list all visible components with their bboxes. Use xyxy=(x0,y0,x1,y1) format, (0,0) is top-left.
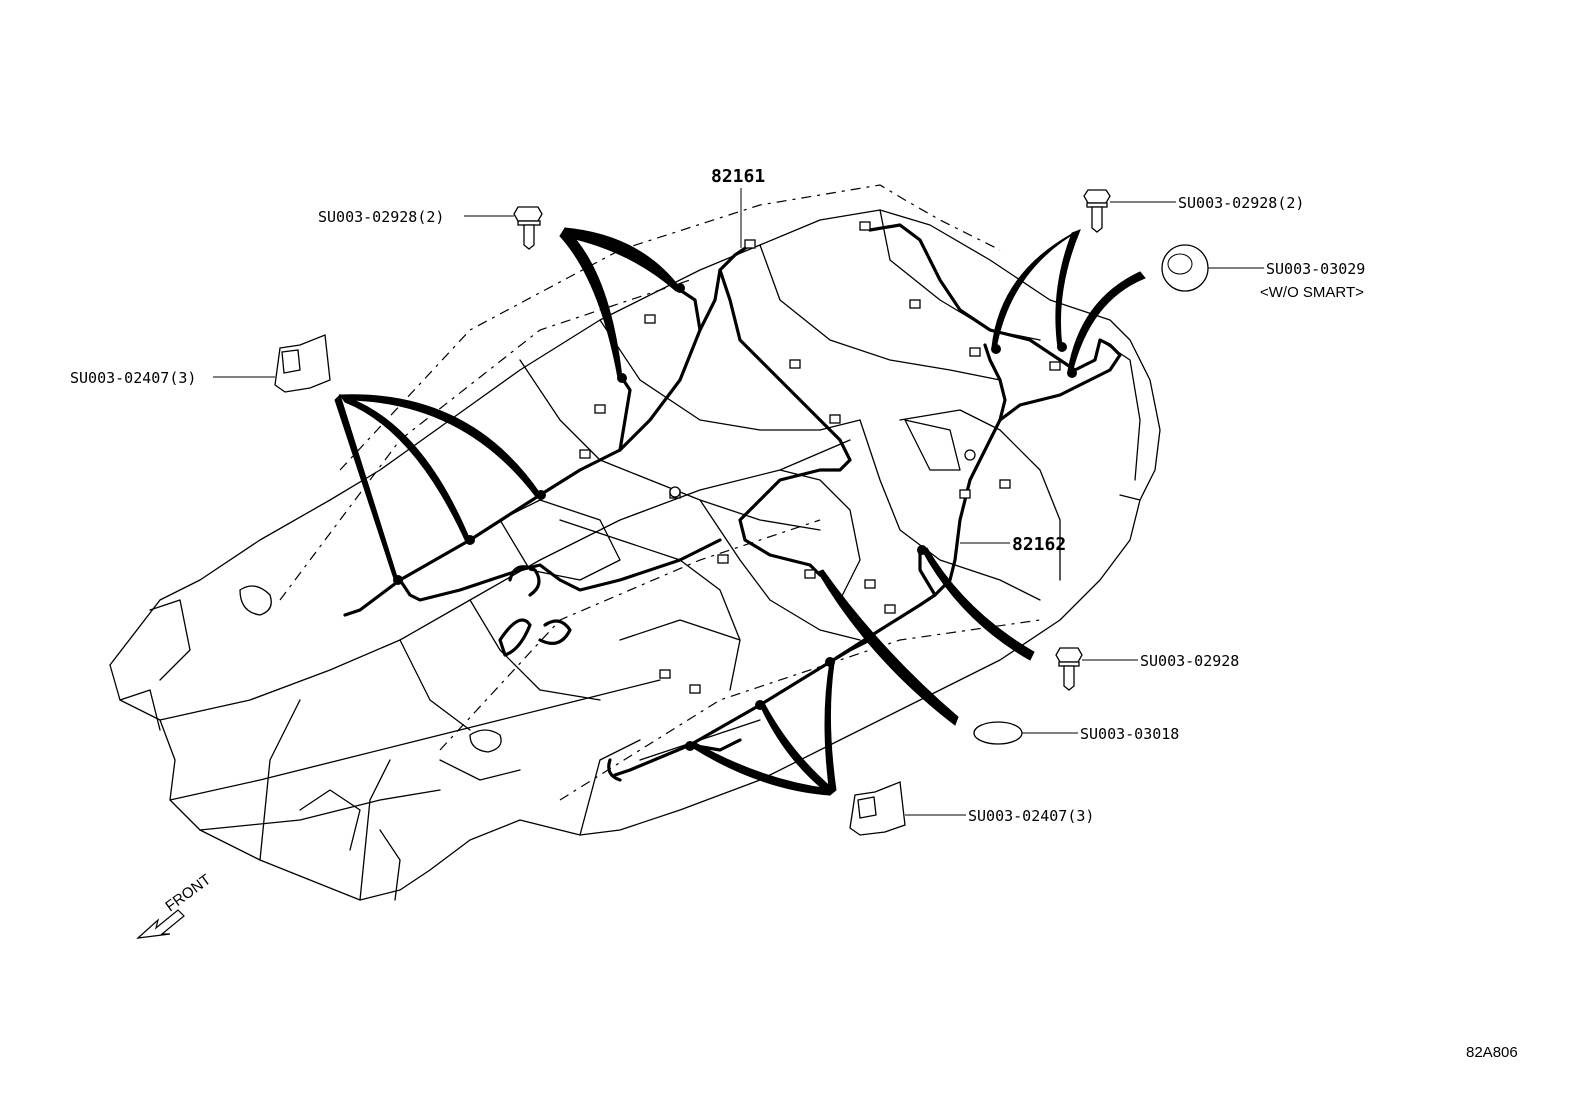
front-arrow-icon xyxy=(136,909,185,939)
callout-condition-wo-smart: <W/O SMART> xyxy=(1260,284,1364,301)
callout-grommet-top-right[interactable]: SU003-03029 xyxy=(1266,260,1365,278)
callout-bolt-top-left[interactable]: SU003-02928(2) xyxy=(318,208,444,226)
callout-bolt-top-right[interactable]: SU003-02928(2) xyxy=(1178,194,1304,212)
bolt-part-right[interactable] xyxy=(1055,647,1083,691)
clamp-part-bottom[interactable] xyxy=(849,781,906,836)
part-number-82162[interactable]: 82162 xyxy=(1012,534,1066,555)
callout-clamp-bottom[interactable]: SU003-02407(3) xyxy=(968,807,1094,825)
plug-part-right[interactable] xyxy=(973,721,1023,745)
harness-82162 xyxy=(607,221,1122,782)
clamp-part-left[interactable] xyxy=(274,334,331,393)
bolt-part-top-left[interactable] xyxy=(513,206,543,250)
grommet-part-top-right[interactable] xyxy=(1161,244,1209,292)
vehicle-body xyxy=(109,184,1161,901)
leader-lines xyxy=(213,188,1264,816)
fan-indicators xyxy=(334,227,1146,796)
callout-bolt-right[interactable]: SU003-02928 xyxy=(1140,652,1239,670)
figure-id: 82A806 xyxy=(1466,1044,1518,1061)
bolt-part-top-right[interactable] xyxy=(1083,189,1111,233)
callout-plug-right[interactable]: SU003-03018 xyxy=(1080,725,1179,743)
part-number-82161[interactable]: 82161 xyxy=(711,166,765,187)
front-direction-marker: FRONT xyxy=(136,871,214,939)
callout-clamp-left[interactable]: SU003-02407(3) xyxy=(70,369,196,387)
front-label: FRONT xyxy=(162,871,214,915)
